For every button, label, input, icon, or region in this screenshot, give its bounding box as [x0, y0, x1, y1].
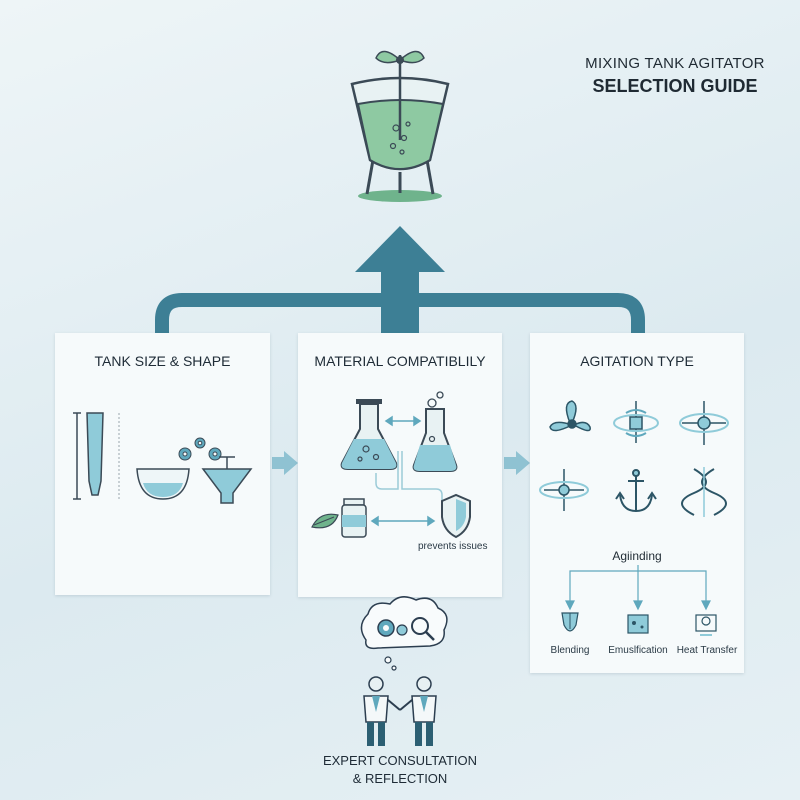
shield-icon [441, 493, 471, 539]
prevents-issues-note: prevents issues [418, 541, 488, 552]
tank-size-title: TANK SIZE & SHAPE [94, 353, 231, 369]
material-illustration [311, 391, 471, 539]
impeller-types-illustration [539, 400, 729, 636]
mixing-tank-icon [350, 50, 450, 202]
agitation-type-title: AGITATION TYPE [580, 353, 694, 369]
bottle-icon [341, 498, 367, 538]
flask-left-icon [340, 399, 398, 470]
anchor-impeller-icon [615, 469, 657, 513]
turbine-impeller-icon [613, 401, 659, 443]
tall-tank-icon [73, 412, 120, 500]
guide-title-line1: MIXING TANK AGITATOR [585, 55, 765, 72]
flat-blade-impeller-icon [539, 469, 589, 511]
expert-consultation-line1: EXPERT CONSULTATION [322, 753, 478, 768]
application-emulsification: Emuslfication [608, 645, 668, 656]
application-heat-transfer: Heat Transfer [676, 645, 738, 656]
leaf-icon [311, 513, 339, 529]
gears-icon [178, 437, 222, 461]
application-connectors [565, 565, 711, 611]
material-compatibility-title: MATERIAL COMPATIBLILY [314, 353, 486, 369]
blending-icon [561, 612, 579, 632]
double-arrow-icon [384, 415, 422, 427]
tank-size-panel: TANK SIZE & SHAPE [55, 333, 270, 595]
application-blending: Blending [550, 645, 590, 656]
paddle-impeller-icon [679, 401, 729, 445]
cone-tank-icon [201, 456, 253, 504]
agitation-type-panel: AGITATION TYPE [530, 333, 744, 673]
propeller-impeller-icon [549, 400, 591, 432]
emulsification-icon [627, 614, 649, 634]
agitation-subheading: Agiinding [612, 549, 662, 563]
guide-title-line2: SELECTION GUIDE [592, 76, 758, 96]
panel-connector-arrows [272, 451, 530, 475]
helical-ribbon-icon [681, 467, 727, 517]
material-compatibility-panel: MATERIAL COMPATIBLILY [298, 333, 502, 597]
connector-lines [375, 451, 443, 505]
tank-shapes-illustration [73, 412, 253, 504]
expert-consultation-line2: & REFLECTION [352, 771, 448, 786]
bowl-tank-icon [136, 468, 190, 500]
heat-transfer-icon [695, 614, 717, 636]
upward-flow-arrow [155, 226, 645, 333]
flask-right-icon [412, 391, 458, 472]
double-arrow-icon-2 [370, 515, 436, 527]
